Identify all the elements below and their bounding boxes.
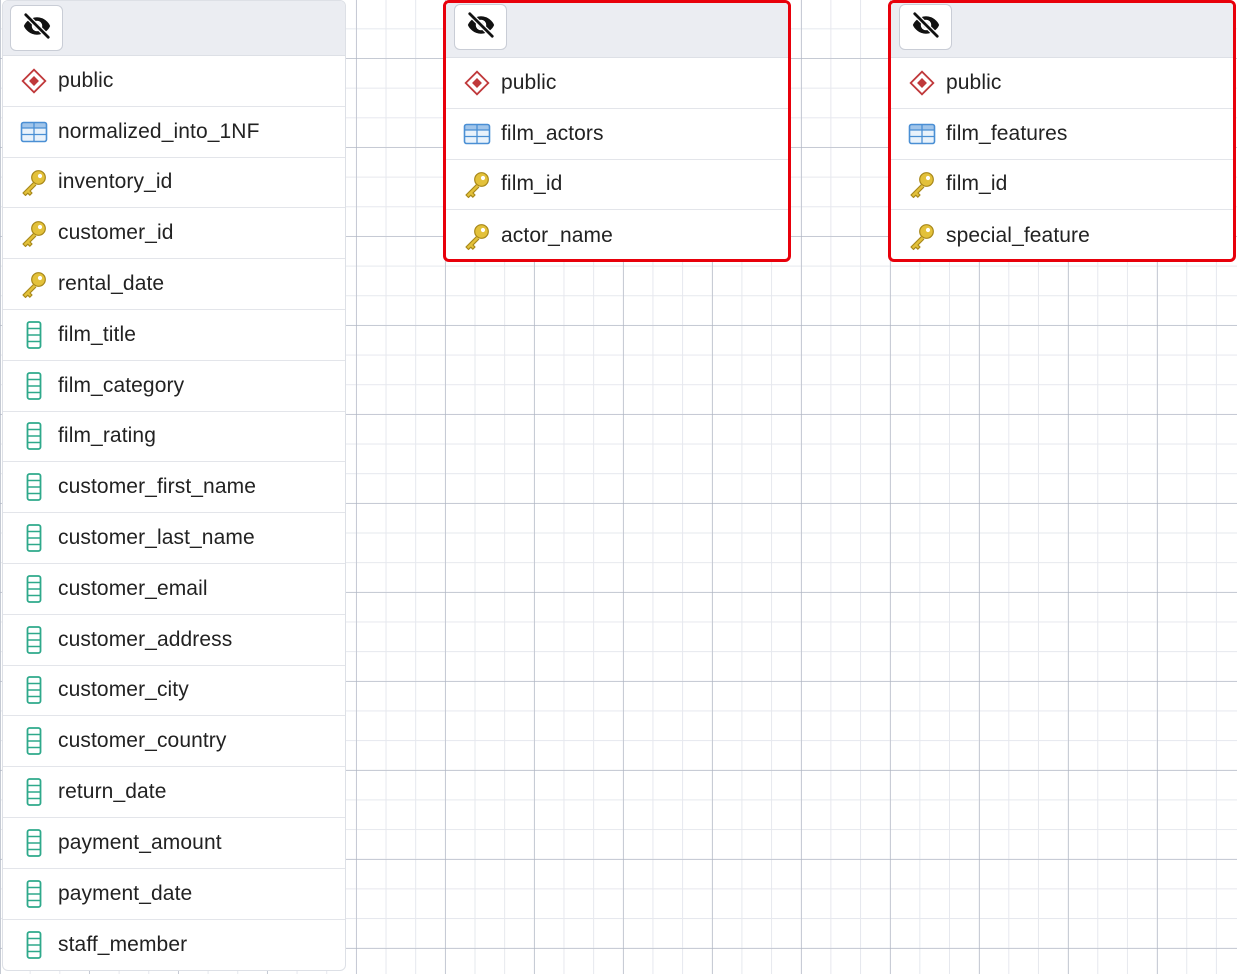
column-name: payment_amount [58, 830, 222, 854]
column-name: payment_date [58, 881, 193, 905]
column-name: staff_member [58, 932, 188, 956]
column-row: film_category [3, 361, 345, 412]
column-name: customer_last_name [58, 526, 255, 550]
column-name: customer_city [58, 678, 189, 702]
column-row: film_rating [3, 412, 345, 463]
column-row: rental_date [3, 259, 345, 310]
schema-name: public [58, 68, 114, 92]
column-name: film_id [501, 172, 563, 196]
column-icon [19, 828, 49, 858]
column-row: film_title [3, 310, 345, 361]
column-icon [19, 930, 49, 960]
column-name: film_id [946, 172, 1008, 196]
column-icon [19, 574, 49, 604]
schema-name: public [946, 70, 1002, 94]
column-row: customer_email [3, 564, 345, 615]
column-row: customer_first_name [3, 462, 345, 514]
column-name: film_title [58, 322, 137, 346]
column-row: customer_last_name [3, 513, 345, 564]
table-name: normalized_into_1NF [58, 119, 260, 143]
key-icon [19, 218, 49, 248]
table-icon [19, 117, 49, 147]
table-name-row: film_features [891, 109, 1233, 160]
table-node-header [891, 3, 1233, 58]
column-row: actor_name [446, 210, 788, 259]
key-icon [19, 167, 49, 197]
toggle-visibility-button[interactable] [899, 4, 952, 50]
table-icon [907, 119, 937, 149]
schema-icon [907, 68, 937, 98]
table-node-film-features[interactable]: public film_features film_id special_feat… [888, 0, 1236, 262]
column-row: customer_country [3, 716, 345, 768]
key-icon [19, 269, 49, 299]
column-icon [19, 625, 49, 655]
column-name: film_category [58, 373, 185, 397]
column-row: payment_date [3, 869, 345, 920]
schema-row: public [891, 58, 1233, 109]
eye-off-icon [20, 11, 54, 46]
column-name: customer_id [58, 221, 174, 245]
table-name: film_features [946, 121, 1068, 145]
table-node-film-actors[interactable]: public film_actors film_id actor_name [443, 0, 791, 262]
column-icon [19, 371, 49, 401]
schema-icon [462, 68, 492, 98]
table-name: film_actors [501, 121, 604, 145]
schema-icon [19, 66, 49, 96]
column-icon [19, 523, 49, 553]
column-icon [19, 675, 49, 705]
table-node-header [446, 3, 788, 58]
column-name: customer_first_name [58, 475, 256, 499]
column-row: film_id [891, 160, 1233, 211]
column-name: actor_name [501, 223, 613, 247]
column-row: inventory_id [3, 158, 345, 209]
column-name: rental_date [58, 272, 165, 296]
column-row: special_feature [891, 210, 1233, 259]
table-name-row: film_actors [446, 109, 788, 160]
column-name: customer_country [58, 729, 227, 753]
column-name: film_rating [58, 424, 156, 448]
column-name: customer_address [58, 627, 233, 651]
column-icon [19, 879, 49, 909]
column-name: return_date [58, 780, 167, 804]
toggle-visibility-button[interactable] [454, 4, 507, 50]
column-row: customer_address [3, 615, 345, 666]
column-icon [19, 472, 49, 502]
schema-row: public [446, 58, 788, 109]
toggle-visibility-button[interactable] [10, 5, 63, 51]
column-name: customer_email [58, 576, 208, 600]
column-icon [19, 421, 49, 451]
key-icon [907, 169, 937, 199]
schema-name: public [501, 70, 557, 94]
column-icon [19, 777, 49, 807]
key-icon [462, 221, 492, 251]
column-row: customer_id [3, 208, 345, 260]
schema-row: public [3, 56, 345, 107]
table-icon [462, 119, 492, 149]
column-icon [19, 726, 49, 756]
column-row: payment_amount [3, 818, 345, 869]
key-icon [907, 221, 937, 251]
column-icon [19, 320, 49, 350]
table-name-row: normalized_into_1NF [3, 107, 345, 158]
eye-off-icon [464, 10, 498, 45]
key-icon [462, 169, 492, 199]
table-node-header [3, 1, 345, 56]
column-row: return_date [3, 767, 345, 818]
column-name: special_feature [946, 223, 1090, 247]
column-name: inventory_id [58, 170, 173, 194]
column-row: customer_city [3, 666, 345, 717]
eye-off-icon [909, 10, 943, 45]
column-row: staff_member [3, 920, 345, 970]
column-row: film_id [446, 160, 788, 211]
